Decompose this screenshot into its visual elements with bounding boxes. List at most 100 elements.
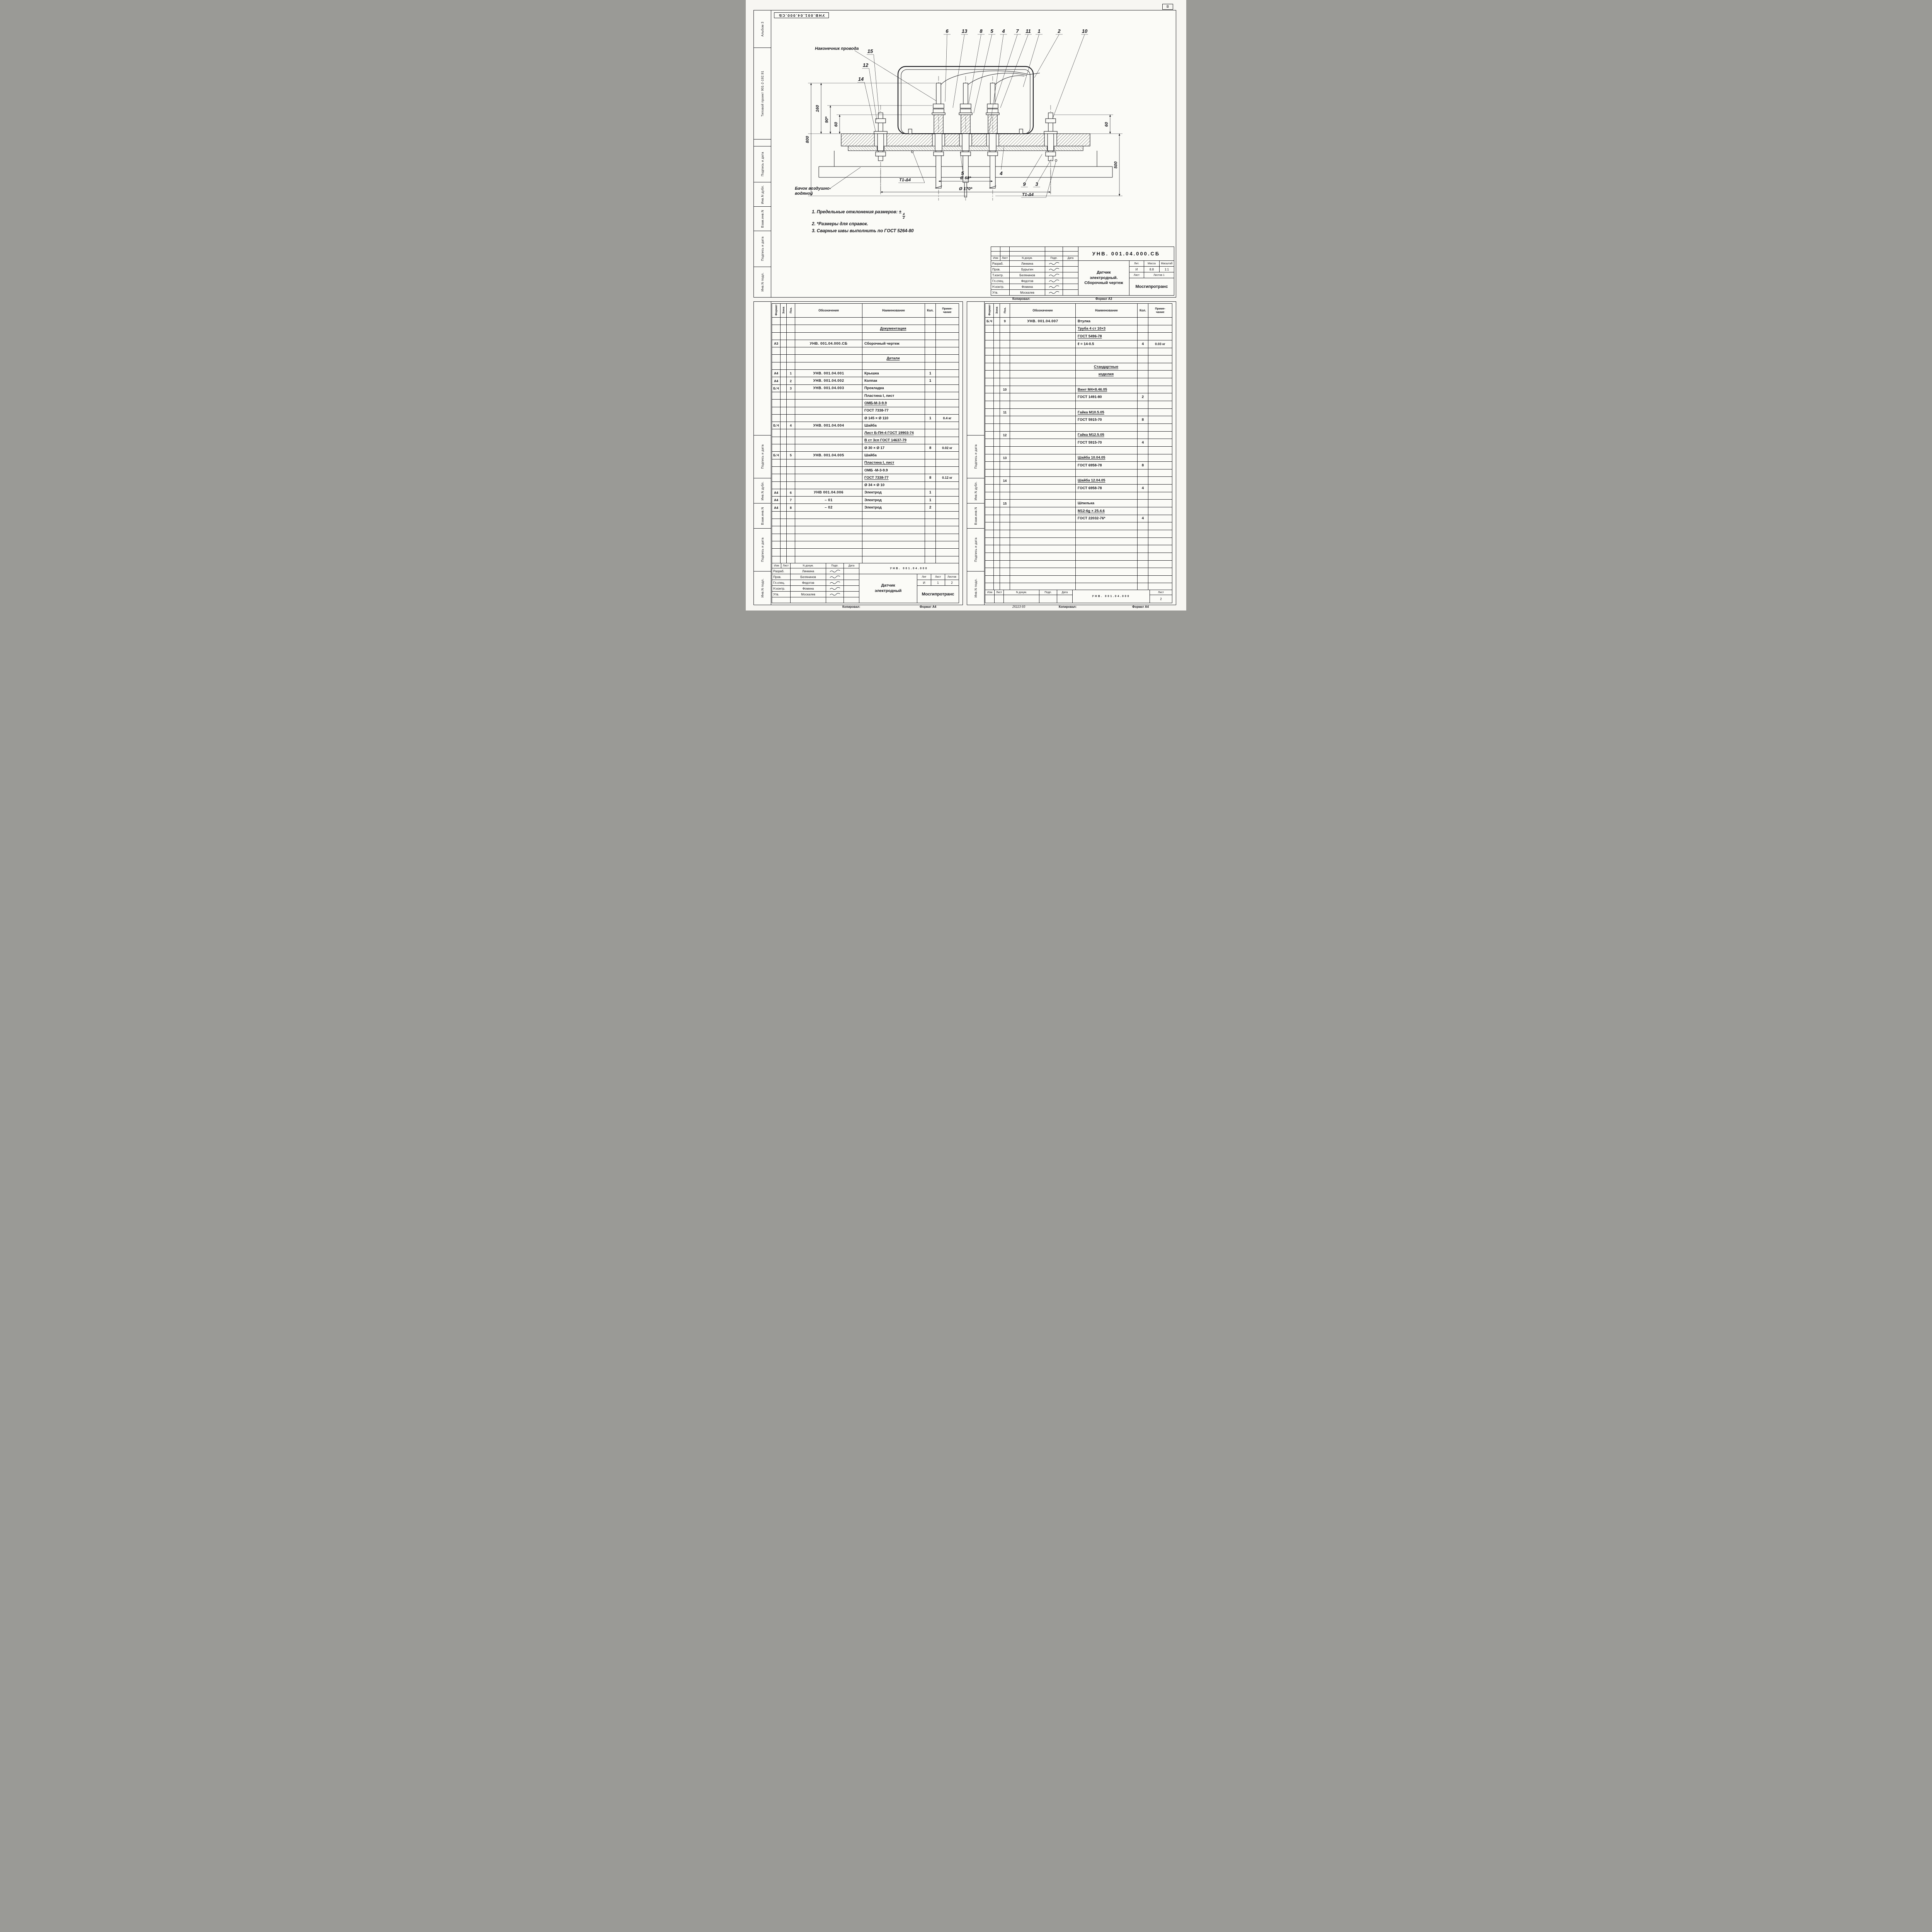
spec-cell-nai [862,556,925,564]
spec-cell-zone [780,362,787,370]
spec-cell-nai: ГОСТ 5915-70 [1075,439,1138,447]
spec-cell-zone [993,575,1000,583]
spec-cell-zone [993,476,1000,485]
format-label: Формат А4 [1132,605,1149,609]
spec-cell-pos: 7 [786,496,795,504]
spec-cell-prim [935,548,959,556]
stamp-label: Инв.N дубл. [974,481,978,500]
spec-cell-kol [925,541,936,549]
signature [826,580,844,586]
spec-cell-obo [1010,469,1076,477]
callout-number: 14 [858,76,864,82]
stamp-label: Подпись и дата [760,152,764,177]
spec-cell-obo [1010,325,1076,333]
spec-cell-kol [1137,362,1148,371]
side-studs [874,112,1058,161]
spec-cell-fmt [985,476,994,485]
callout-number: 15 [867,48,873,54]
spec-cell-obo [1010,340,1076,348]
spec-cell-kol: 8 [1137,416,1148,424]
spec-cell-nai: изделия [1075,370,1138,379]
spec-cell-pos [1000,332,1010,340]
spec-row: ОМБ-М-3-9.9 [772,399,959,407]
stamp-label: Подпись и дата [760,537,764,562]
spec-cell-zone [993,492,1000,500]
spec-cell-kol [1137,431,1148,439]
spec-cell-nai [1075,347,1138,356]
organization: Мосгипротранс [917,585,959,603]
callout-number: 12 [863,62,869,68]
tb-role: Утв. [991,289,1010,296]
spec-cell-fmt [772,317,781,325]
col-header-pos: Поз. [789,307,793,313]
spec-cell-fmt [772,526,781,534]
spec-cell-pos [786,399,795,407]
spec-cell-nai [862,548,925,556]
assembly-drawing-sheet: Альбом 3 Типовой проект 901-2-192.91 Под… [753,10,1176,298]
spec-cell-pos [1000,446,1010,454]
tank-label: Бачок воздушно- [795,186,831,191]
spec-cell-pos: 14 [1000,476,1010,485]
spec-cell-zone [780,488,787,497]
spec-cell-obo [1010,347,1076,356]
spec-cell-fmt: А4 [772,496,781,504]
spec-cell-prim [1148,378,1172,386]
spec-cell-nai [862,362,925,370]
spec-cell-fmt [772,459,781,467]
spec-cell-kol [1137,446,1148,454]
spec-cell-pos [786,414,795,422]
spec-cell-kol [925,391,936,400]
spec-cell-zone [993,545,1000,553]
spec-cell-prim [1148,568,1172,576]
spec-cell-fmt: Б.Ч [772,422,781,430]
spec-cell-pos [786,541,795,549]
spec-cell-fmt [985,575,994,583]
spec-cell-obo [795,325,862,333]
spec-cell-fmt [985,393,994,401]
spec-cell-pos [786,391,795,400]
spec-row: изделия [985,370,1172,379]
spec-cell-nai [1075,469,1138,477]
spec-cell-prim [935,511,959,519]
spec-cell-obo [795,406,862,415]
spec-cell-zone [993,408,1000,417]
tb-name: Москалев [1009,289,1045,296]
spec-cell-fmt [985,370,994,379]
spec-cell-pos [1000,416,1010,424]
callout-number: 7 [1016,28,1019,34]
spec-cell-prim [1148,408,1172,417]
spec-cell-zone [993,393,1000,401]
stamp-label: Подпись и дата [974,537,978,562]
spec-cell-zone [780,548,787,556]
spec-cell-kol: 2 [1137,393,1148,401]
spec-cell-zone [993,347,1000,356]
signature [1045,272,1063,278]
spec-cell-zone [780,519,787,527]
dimension-label: 500 [1114,161,1118,168]
spec-cell-zone [993,439,1000,447]
callout-leaders [857,34,1088,187]
spec-cell-zone [993,484,1000,492]
spec-cell-prim: 0.4 кг [935,414,959,422]
spec-cell-zone [780,503,787,512]
spec-cell-nai [1075,423,1138,432]
spec-row [985,401,1172,409]
spec-cell-pos: 12 [1000,431,1010,439]
stamp-label: Инв.N дубл. [760,481,764,500]
spec-cell-obo [795,526,862,534]
spec-cell-kol: 8 [925,474,936,482]
spec-cell-prim [935,325,959,333]
tb-header: Изм [772,563,781,568]
spec-row [985,568,1172,576]
spec-cell-kol [1137,355,1148,363]
spec-cell-prim [1148,499,1172,508]
spec-cell-obo [1010,431,1076,439]
spec-cell-nai [1075,492,1138,500]
spec-cell-prim [1148,484,1172,492]
col-header-pos: Поз. [1003,307,1007,313]
spec-cell-kol [1137,408,1148,417]
